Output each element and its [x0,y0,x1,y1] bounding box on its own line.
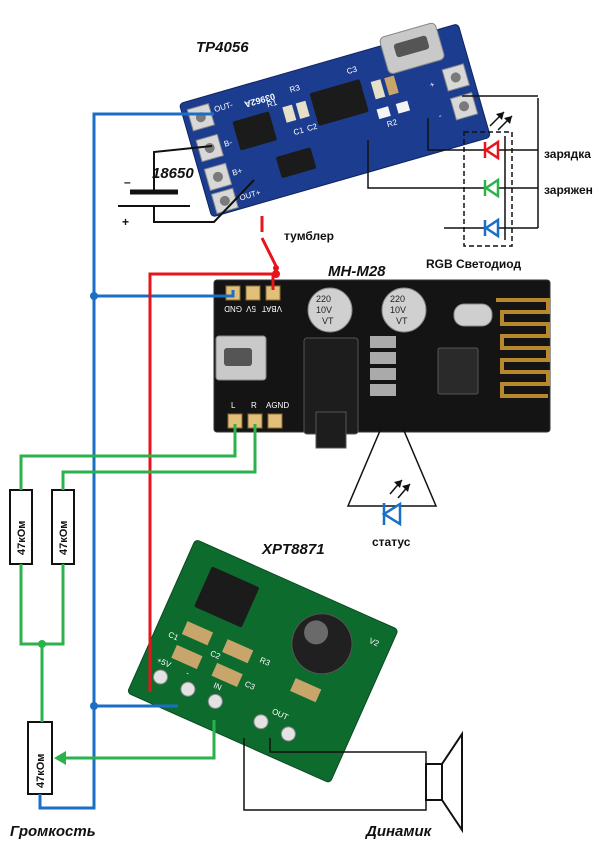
tp4056-module: TP4056 03962A [179,22,491,217]
amp-chip [194,566,259,628]
label-c2: C2 [306,122,319,134]
volume-label: Громкость [10,823,96,840]
charger-chip [309,79,369,126]
pin-agnd[interactable] [267,413,283,429]
speaker-magnet [425,763,443,801]
amp-c2-label: C2 [209,649,223,662]
ground-junction-1 [90,292,98,300]
cap2-value: 220 [390,294,405,304]
pin-agnd-label: AGND [266,401,289,410]
pad-out-2[interactable] [279,725,297,743]
resistor-left: 47кОм [9,489,33,565]
pin-gnd-label: GND [224,304,242,313]
cap2-type: VT [396,316,408,326]
amp-minus-label: - [185,669,191,678]
ground-junction-2 [90,702,98,710]
pin-5v-label: 5V [246,304,256,313]
capacitor-1 [307,287,353,333]
speaker-label: Динамик [364,823,433,840]
cap1-type: VT [322,316,334,326]
label-c1: C1 [292,125,305,137]
mosfet-chip [276,147,316,178]
rgb-led: зарядка заряжен RGB Светодиод [367,95,593,271]
audio-junction [38,640,46,648]
pad-amp-minus[interactable] [179,680,197,698]
label-r3: R3 [289,83,302,95]
pin-l-label: L [231,401,236,410]
toggle-switch[interactable]: тумблер [260,216,334,271]
cap1-value: 220 [316,294,331,304]
pin-vbat-label: VBAT [262,304,282,313]
amp-r3-label: R3 [258,655,272,668]
ground-wires [38,112,235,810]
volume-pot-value: 47кОм [35,754,47,788]
capacitor-2 [381,287,427,333]
audio-wires [19,424,257,760]
pad-in[interactable] [206,692,224,710]
status-led: статус [346,425,438,549]
pad-plus5v[interactable] [151,668,169,686]
crystal [453,303,493,327]
led-charging-label: зарядка [544,147,591,161]
label-r1: R1 [266,98,279,110]
xpt8871-title: XPT8871 [261,541,325,558]
rgb-led-label: RGB Светодиод [426,257,521,271]
speaker: Динамик [243,730,463,840]
volume-potentiometer[interactable]: 47кОм [27,721,53,795]
status-label: статус [372,535,411,549]
bt-chip [437,347,479,395]
mh-m28-title: MH-M28 [328,263,386,280]
cap2-voltage: 10V [390,305,406,315]
resistor-left-value: 47кОм [16,521,28,555]
pin-r-label: R [251,401,257,410]
resistor-right: 47кОм [51,489,75,565]
speaker-cone [441,730,463,834]
led-charged-label: заряжен [544,183,593,197]
label-minus: - [438,111,443,120]
xpt8871-pcb [127,540,398,783]
tp4056-title: TP4056 [196,39,249,56]
rgb-led-box [463,131,513,247]
battery-18650: 18650 – + [118,145,255,229]
label-r2: R2 [386,117,399,129]
pin-5v[interactable] [245,285,261,301]
pad-out-1[interactable] [252,712,270,730]
power-junction [272,270,280,278]
amp-v2-label: V2 [368,636,381,648]
resistor-right-value: 47кОм [58,521,70,555]
label-b-minus: B- [223,138,233,149]
xpt8871-module: XPT8871 +5V - IN OUT R3 C2 C3 C1 V2 [127,540,398,783]
battery-plus: + [122,215,129,229]
protection-chip [232,111,277,151]
battery-label: 18650 [152,165,194,182]
battery-minus: – [124,175,131,189]
label-plus: + [429,80,436,90]
amp-c1-label: C1 [167,630,181,643]
amp-in-label: IN [212,681,223,693]
mh-m28-module: MH-M28 220 10V VT 220 10V VT GND 5V VBA [213,263,551,449]
wiper-arrow [54,751,66,765]
amp-c3-label: C3 [243,679,257,692]
toggle-label: тумблер [284,229,334,243]
cap1-voltage: 10V [316,305,332,315]
label-b-plus: B+ [231,166,243,178]
antenna-trace [496,298,550,398]
label-c3: C3 [346,64,359,76]
